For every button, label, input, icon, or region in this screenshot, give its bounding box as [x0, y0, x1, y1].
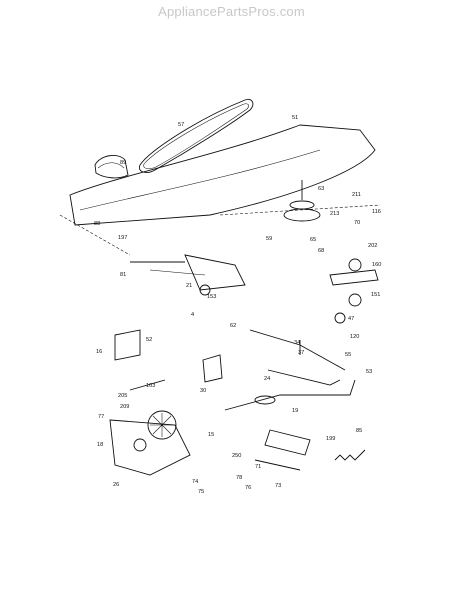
label-88: 88 — [94, 221, 100, 227]
label-15: 15 — [208, 432, 214, 438]
label-63: 63 — [318, 186, 324, 192]
label-34: 34 — [294, 340, 300, 346]
label-103: 103 — [146, 383, 155, 389]
label-89: 89 — [120, 160, 126, 166]
label-199: 199 — [326, 436, 335, 442]
label-76: 76 — [245, 485, 251, 491]
label-75: 75 — [198, 489, 204, 495]
label-77: 77 — [98, 414, 104, 420]
watermark-text: AppliancePartsPros.com — [158, 4, 305, 19]
mounting-bracket-left — [114, 329, 141, 361]
label-70: 70 — [354, 220, 360, 226]
label-211: 211 — [352, 192, 361, 198]
label-73: 73 — [275, 483, 281, 489]
label-55: 55 — [345, 352, 351, 358]
label-213: 213 — [330, 211, 339, 217]
label-120: 120 — [350, 334, 359, 340]
label-209: 209 — [120, 404, 129, 410]
label-81: 81 — [120, 272, 126, 278]
label-68: 68 — [318, 248, 324, 254]
label-24: 24 — [264, 376, 270, 382]
label-62: 62 — [230, 323, 236, 329]
label-47: 47 — [348, 316, 354, 322]
label-153: 153 — [207, 294, 216, 300]
brake-bracket — [254, 429, 311, 471]
label-57: 57 — [178, 122, 184, 128]
label-53: 53 — [366, 369, 372, 375]
label-151: 151 — [371, 292, 380, 298]
label-18: 18 — [97, 442, 103, 448]
label-30: 30 — [200, 388, 206, 394]
label-26: 26 — [113, 482, 119, 488]
label-71: 71 — [255, 464, 261, 470]
label-205: 205 — [118, 393, 127, 399]
label-250: 250 — [232, 453, 241, 459]
idler-arm — [329, 258, 379, 324]
label-37: 37 — [298, 350, 304, 356]
label-19: 19 — [292, 408, 298, 414]
pulley-assembly — [283, 180, 321, 222]
part-labels: 57 51 89 63 211 213 70 116 88 65 197 59 … — [94, 115, 381, 495]
label-65: 65 — [310, 237, 316, 243]
label-4: 4 — [191, 312, 194, 318]
shift-linkage — [130, 254, 246, 296]
label-85: 85 — [356, 428, 362, 434]
label-52: 52 — [146, 337, 152, 343]
clutch-rod — [249, 329, 346, 386]
seat — [94, 154, 129, 179]
return-spring — [334, 449, 366, 461]
label-16: 16 — [96, 349, 102, 355]
label-160: 160 — [372, 262, 381, 268]
label-202: 202 — [368, 243, 377, 249]
mounting-bracket-center — [202, 354, 223, 383]
label-78: 78 — [236, 475, 242, 481]
label-59: 59 — [266, 236, 272, 242]
label-21: 21 — [186, 283, 192, 289]
label-51: 51 — [292, 115, 298, 121]
label-74: 74 — [192, 479, 198, 485]
brake-rod — [224, 379, 356, 411]
label-197: 197 — [118, 235, 127, 241]
drive-belt — [138, 98, 254, 173]
transaxle — [109, 379, 191, 476]
label-116: 116 — [372, 209, 381, 215]
chassis-frame — [59, 124, 381, 256]
